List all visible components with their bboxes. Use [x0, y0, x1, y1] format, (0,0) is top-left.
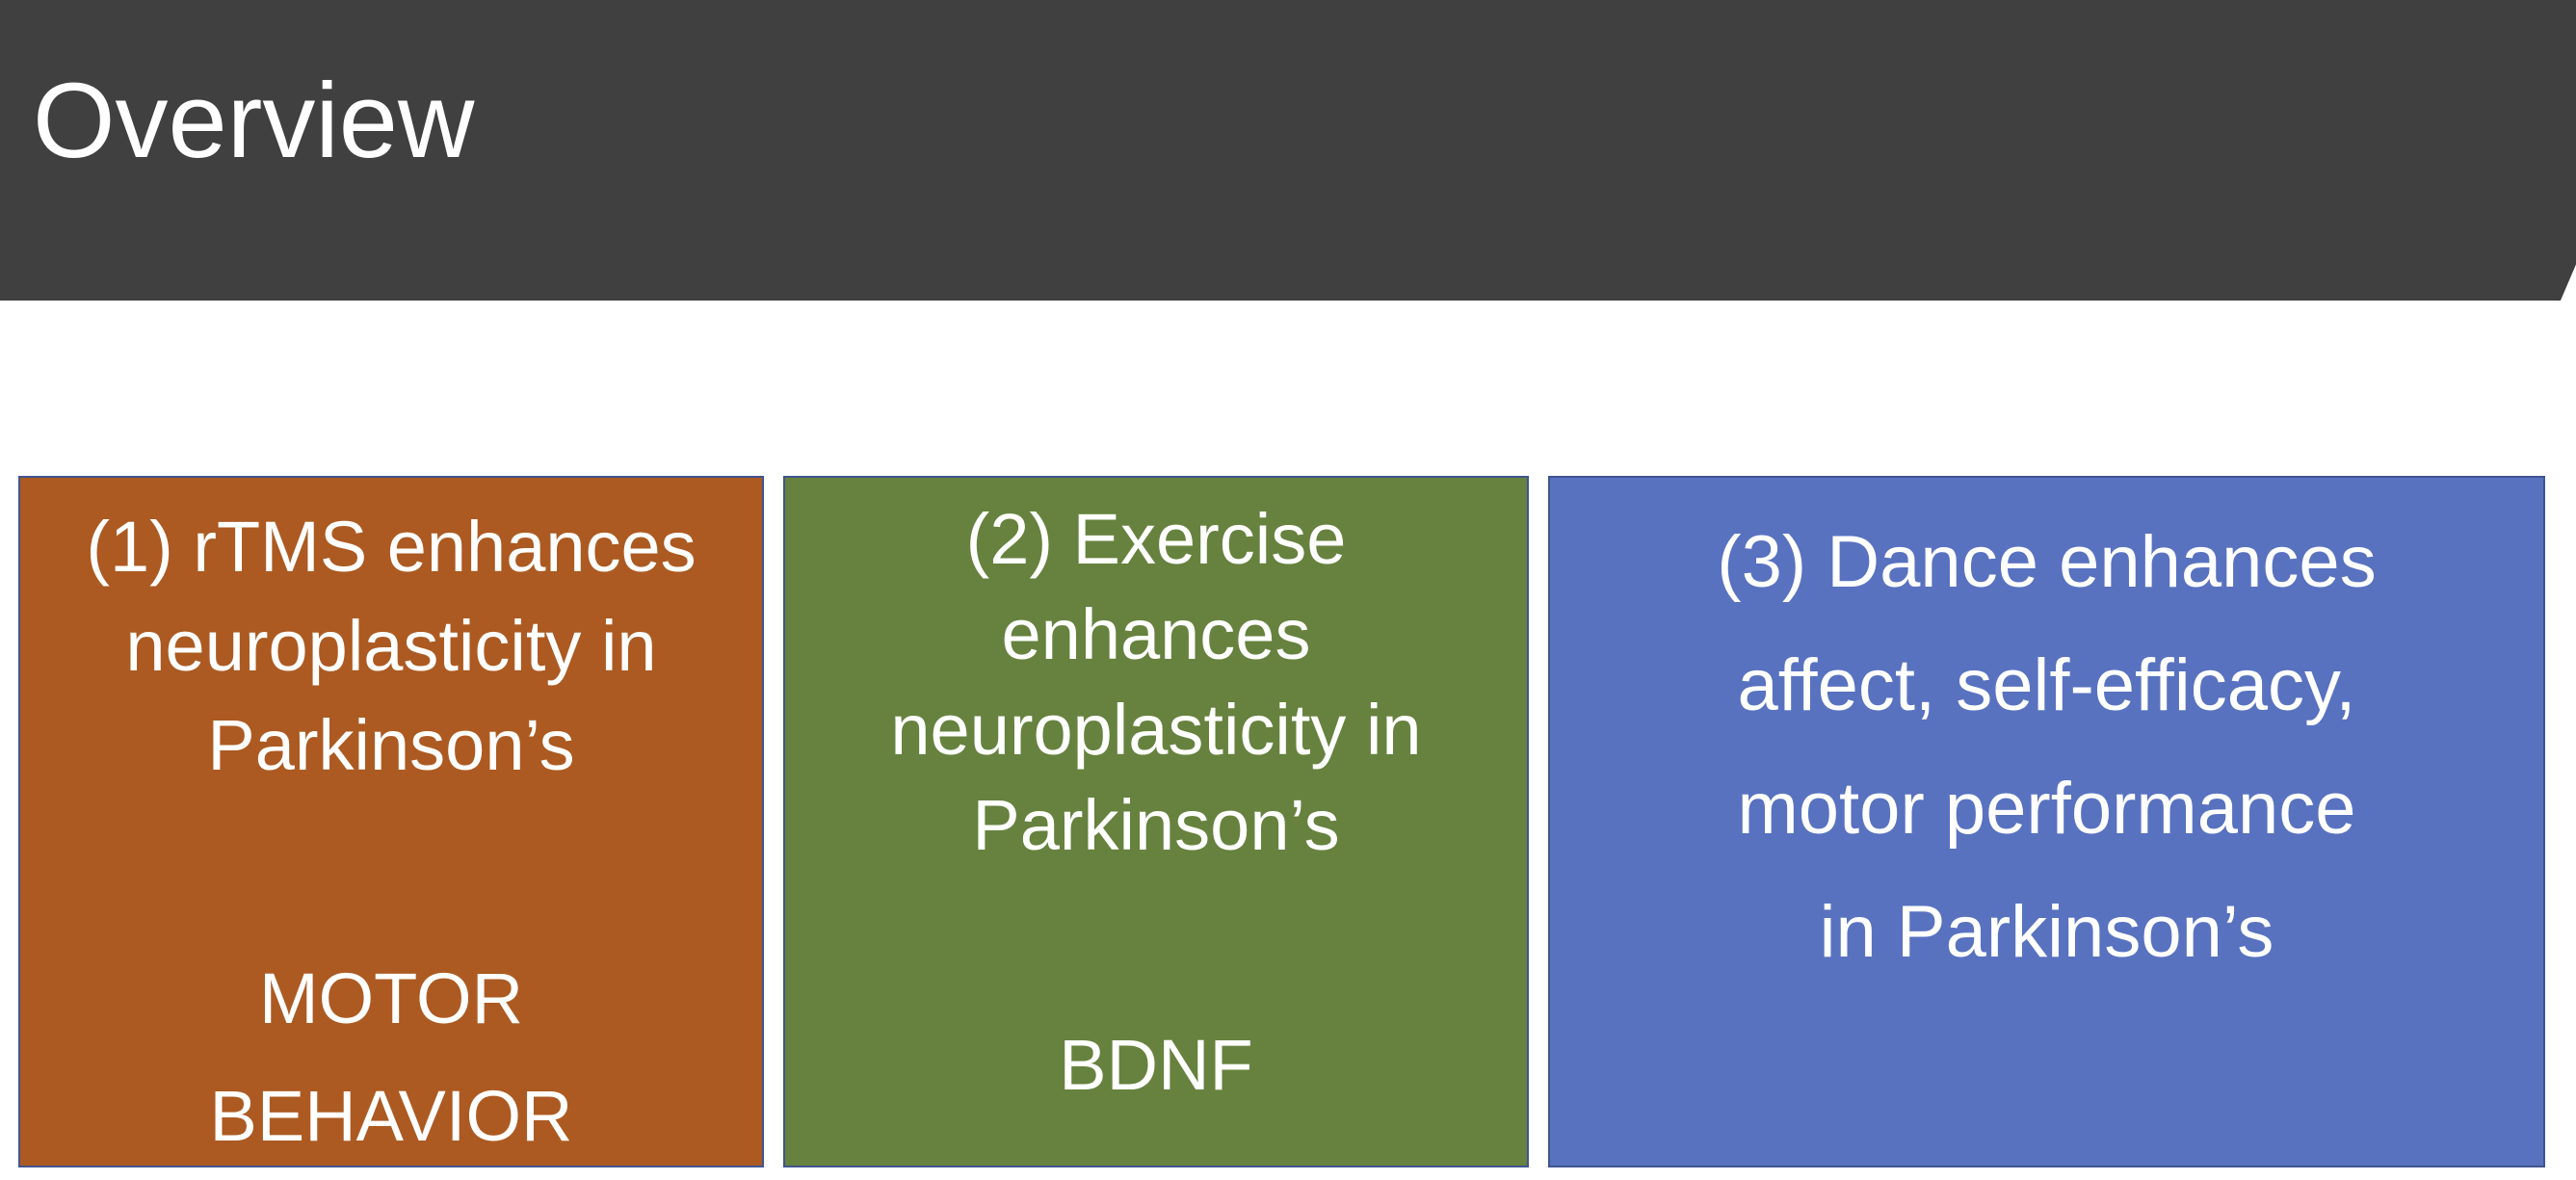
- box-sublabel: MOTOR BEHAVIOR: [209, 958, 573, 1156]
- slide-title: Overview: [33, 62, 475, 180]
- box-heading: (3) Dance enhances affect, self-efficacy…: [1717, 521, 2377, 973]
- overview-box-dance: (3) Dance enhances affect, self-efficacy…: [1548, 476, 2545, 1167]
- box-sublabel: BDNF: [1059, 1025, 1253, 1105]
- box-heading: (2) Exercise enhances neuroplasticity in…: [890, 499, 1422, 865]
- overview-box-rtms: (1) rTMS enhances neuroplasticity in Par…: [18, 476, 764, 1167]
- title-bar: Overview: [0, 0, 2576, 301]
- box-heading: (1) rTMS enhances neuroplasticity in Par…: [86, 507, 697, 785]
- overview-box-exercise: (2) Exercise enhances neuroplasticity in…: [783, 476, 1529, 1167]
